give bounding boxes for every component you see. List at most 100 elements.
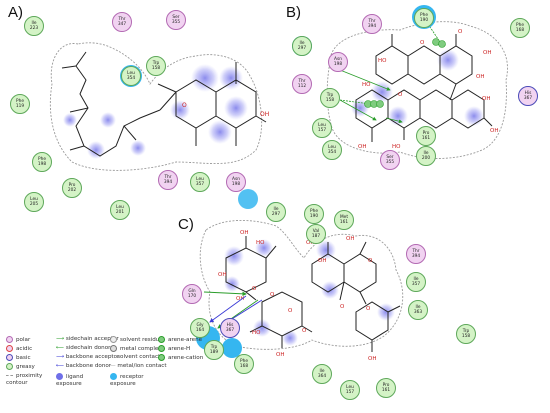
- svg-text:O: O: [270, 292, 275, 298]
- receptor-exposure-halo: [238, 189, 258, 209]
- legend-basic-symbol: [6, 354, 13, 361]
- svg-text:HO: HO: [362, 82, 371, 88]
- panel-c-diagram: OH HO OH OH HO O O O O OH OH O O O OH OH…: [196, 202, 404, 362]
- svg-text:OH: OH: [483, 50, 491, 56]
- panel-a-diagram: O OH: [11, 42, 269, 171]
- panel-label-b: B): [286, 4, 301, 21]
- legend-item-bb-acceptor: ⟶ backbone acceptor: [56, 354, 120, 360]
- proximity-contour: [49, 42, 263, 171]
- legend-polar-symbol: [6, 336, 13, 343]
- legend-item-basic: basic: [6, 354, 31, 361]
- ligand-exposure-blobs: [63, 64, 248, 159]
- ring-oxygen-label: O: [182, 102, 187, 109]
- atom-labels-c: OH HO OH OH HO O O O O OH OH O O O OH OH…: [218, 230, 376, 362]
- legend-arene-arene-symbol: [158, 336, 165, 343]
- legend-receptor-exposure-symbol: [110, 373, 117, 380]
- svg-text:OH: OH: [218, 272, 226, 278]
- legend-item-sc-acceptor: ⟶ sidechain acceptor: [56, 336, 119, 342]
- legend-item-acidic: acidic: [6, 345, 32, 352]
- panel-label-c: C): [178, 216, 194, 233]
- proximity-contour: [326, 21, 508, 159]
- svg-text:HO: HO: [256, 240, 265, 246]
- svg-text:OH: OH: [482, 96, 490, 102]
- svg-text:OH: OH: [346, 236, 354, 242]
- svg-text:OH: OH: [318, 258, 326, 264]
- legend-item-sc-donor: ⟵ sidechain donor: [56, 345, 111, 351]
- svg-text:O: O: [288, 308, 293, 314]
- atom-labels-b: HO OH O O HO OH OH O OH HO O OH: [358, 29, 498, 150]
- svg-text:OH: OH: [236, 296, 244, 302]
- arene-interactions: [339, 23, 446, 124]
- svg-text:OH: OH: [368, 356, 376, 362]
- svg-text:O: O: [420, 40, 425, 46]
- legend-arene-cation-symbol: [158, 354, 165, 361]
- legend: polar acidic basic greasy proximity cont…: [6, 336, 203, 410]
- svg-text:OH: OH: [276, 352, 284, 358]
- svg-text:OH: OH: [358, 144, 366, 150]
- legend-arene-h-symbol: [158, 345, 165, 352]
- legend-item-solvent-residue: solvent residue: [110, 336, 163, 343]
- legend-contour-symbol: [6, 374, 13, 377]
- legend-item-receptor-exposure: receptor exposure: [110, 373, 144, 387]
- legend-item-metal-contact: — metal/ion contact: [110, 363, 167, 369]
- svg-text:HO: HO: [252, 330, 261, 336]
- legend-greasy-symbol: [6, 363, 13, 370]
- svg-text:OH: OH: [306, 240, 314, 246]
- legend-item-bb-donor: ⟵ backbone donor: [56, 363, 112, 369]
- legend-item-greasy: greasy: [6, 363, 35, 370]
- ligand-exposure-blobs: [351, 49, 484, 126]
- svg-text:O: O: [368, 258, 373, 264]
- legend-item-arene-h: arene-H: [158, 345, 190, 352]
- legend-item-arene-cation: arene-cation: [158, 354, 203, 361]
- biflavonoid-structure: [355, 34, 493, 142]
- svg-text:HO: HO: [378, 58, 387, 64]
- glycoside-structure: [225, 236, 401, 352]
- tocopherol-structure: [61, 51, 267, 157]
- svg-text:O: O: [302, 328, 307, 334]
- legend-metal-complex-symbol: [110, 345, 117, 352]
- legend-item-ligand-exposure: ligand exposure: [56, 373, 84, 387]
- legend-acidic-symbol: [6, 345, 13, 352]
- legend-item-solvent-contact: ··· solvent contact: [110, 354, 161, 360]
- legend-ligand-exposure-symbol: [56, 373, 63, 380]
- legend-item-arene-arene: arene-arene: [158, 336, 202, 343]
- legend-item-contour: proximity contour: [6, 373, 43, 386]
- svg-text:O: O: [340, 304, 345, 310]
